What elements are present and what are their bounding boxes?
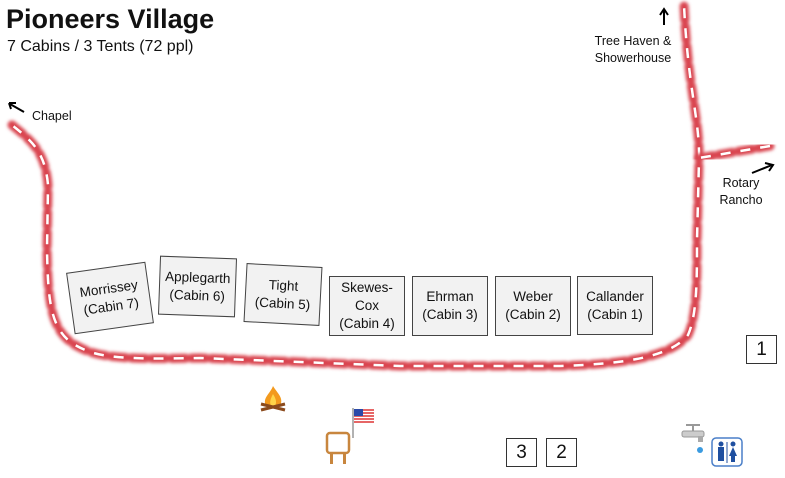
rotary-rancho-label: Rotary Rancho: [712, 175, 770, 209]
arrow-rotary-icon: [751, 162, 775, 174]
arrow-chapel-icon: [8, 102, 25, 113]
rotary-text: Rotary: [722, 176, 760, 190]
page-title: Pioneers Village: [6, 4, 215, 34]
trail-path: [7, 0, 775, 371]
cabin-name: Applegarth: [164, 268, 231, 286]
tree-haven-label: Tree Haven & Showerhouse: [588, 33, 678, 67]
cabin-number: (Cabin 6): [169, 286, 226, 304]
tent-2[interactable]: 2: [546, 438, 577, 467]
cabin-3[interactable]: Ehrman (Cabin 3): [412, 276, 488, 336]
page-subtitle: 7 Cabins / 3 Tents (72 ppl): [7, 38, 194, 55]
tree-haven-text: Tree Haven &: [594, 34, 672, 48]
cabin-name: Skewes-Cox: [341, 280, 393, 313]
campfire-icon: [260, 386, 286, 412]
cabin-number: (Cabin 3): [422, 307, 478, 322]
tent-1[interactable]: 1: [746, 335, 777, 364]
cabin-name: Ehrman: [426, 289, 474, 304]
cabin-number: (Cabin 5): [254, 294, 311, 312]
water-faucet-icon: [681, 424, 705, 453]
arrow-tree-haven-icon: [659, 7, 669, 25]
cabin-2[interactable]: Weber (Cabin 2): [495, 276, 571, 336]
sign-board-icon: [325, 431, 351, 464]
cabin-6[interactable]: Applegarth(Cabin 6): [157, 255, 238, 318]
rancho-text: Rancho: [719, 193, 763, 207]
cabin-7[interactable]: Morrissey(Cabin 7): [66, 261, 154, 335]
cabin-4[interactable]: Skewes-Cox (Cabin 4): [329, 276, 405, 336]
cabin-1[interactable]: Callander (Cabin 1): [577, 276, 653, 335]
tent-3[interactable]: 3: [506, 438, 537, 467]
chapel-label: Chapel: [32, 109, 72, 123]
flag-icon: [352, 408, 374, 438]
restroom-icon: [711, 437, 743, 467]
cabin-number: (Cabin 4): [339, 316, 395, 331]
showerhouse-text: Showerhouse: [594, 51, 672, 65]
cabin-name: Callander: [586, 288, 644, 304]
cabin-name: Weber: [513, 289, 553, 304]
cabin-number: (Cabin 1): [587, 306, 643, 322]
cabin-number: (Cabin 2): [505, 307, 561, 322]
cabin-5[interactable]: Tight(Cabin 5): [243, 263, 323, 326]
